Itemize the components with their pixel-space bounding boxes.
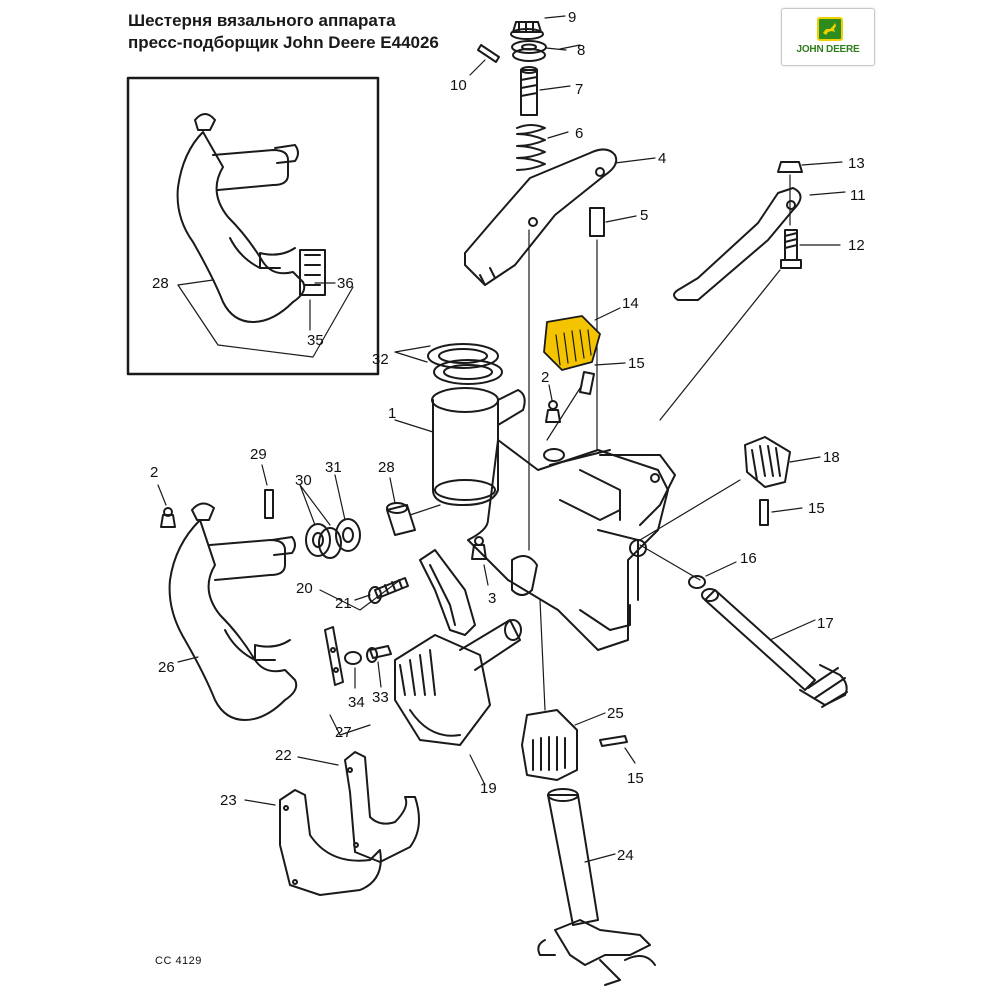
hex-nut bbox=[777, 161, 803, 173]
title-line-1: Шестерня вязального аппарата bbox=[128, 11, 396, 30]
bolt-33 bbox=[366, 645, 392, 663]
cam-roller bbox=[511, 555, 538, 596]
callout-27: 27 bbox=[335, 724, 352, 741]
spring bbox=[516, 124, 546, 171]
callout-11: 11 bbox=[850, 187, 866, 204]
callout-28-inset: 28 bbox=[152, 275, 169, 292]
callout-4: 4 bbox=[658, 150, 666, 167]
grease-fitting bbox=[545, 400, 561, 423]
callout-32: 32 bbox=[372, 351, 389, 368]
knotter-frame bbox=[431, 387, 676, 651]
callout-1: 1 bbox=[388, 405, 396, 422]
knotter-bill-shaft bbox=[537, 788, 656, 986]
callout-35: 35 bbox=[307, 332, 324, 349]
gear-18 bbox=[744, 436, 791, 488]
callout-25: 25 bbox=[607, 705, 624, 722]
pin bbox=[477, 44, 500, 63]
gasket-27 bbox=[324, 626, 344, 686]
castle-nut bbox=[510, 21, 544, 40]
callout-20: 20 bbox=[296, 580, 313, 597]
callout-10: 10 bbox=[450, 77, 467, 94]
callout-31: 31 bbox=[325, 459, 342, 476]
inset-knotter-arm bbox=[176, 113, 326, 323]
knotter-arm-26 bbox=[168, 502, 298, 721]
washers bbox=[511, 40, 547, 62]
callout-24: 24 bbox=[617, 847, 634, 864]
knife-arm bbox=[464, 148, 618, 286]
grease-fitting-3 bbox=[471, 536, 487, 560]
callout-3: 3 bbox=[488, 590, 496, 607]
washer-34 bbox=[344, 651, 362, 665]
bolt-12 bbox=[780, 229, 802, 269]
pin-29 bbox=[264, 489, 274, 519]
seal-rings bbox=[427, 343, 503, 385]
bolt bbox=[520, 66, 538, 116]
washer-30 bbox=[305, 523, 331, 557]
callout-30: 30 bbox=[295, 472, 312, 489]
callout-28-main: 28 bbox=[378, 459, 395, 476]
drawing-code: CC 4129 bbox=[155, 955, 202, 967]
guard-plate bbox=[419, 549, 476, 636]
callout-29: 29 bbox=[250, 446, 267, 463]
callout-16: 16 bbox=[740, 550, 757, 567]
callout-23: 23 bbox=[220, 792, 237, 809]
logo-wordmark: JOHN DEERE bbox=[796, 44, 860, 55]
plate-22 bbox=[344, 751, 420, 863]
callout-9: 9 bbox=[568, 9, 576, 26]
drive-shaft bbox=[701, 588, 848, 708]
callout-12: 12 bbox=[848, 237, 865, 254]
callout-14: 14 bbox=[622, 295, 639, 312]
lever-arm bbox=[673, 187, 802, 301]
callout-13: 13 bbox=[848, 155, 865, 172]
callout-15-b: 15 bbox=[808, 500, 825, 517]
callout-21: 21 bbox=[335, 595, 352, 612]
callout-22: 22 bbox=[275, 747, 292, 764]
roll-pin bbox=[579, 371, 595, 395]
callout-15-c: 15 bbox=[627, 770, 644, 787]
callout-15-a: 15 bbox=[628, 355, 645, 372]
bushing-28 bbox=[386, 502, 416, 536]
callout-5: 5 bbox=[640, 207, 648, 224]
callout-26: 26 bbox=[158, 659, 175, 676]
callout-34: 34 bbox=[348, 694, 365, 711]
knotter-gear-19 bbox=[394, 619, 522, 746]
john-deere-logo: JOHN DEERE bbox=[781, 8, 875, 66]
callout-8: 8 bbox=[577, 42, 585, 59]
callout-2-left: 2 bbox=[150, 464, 158, 481]
washer-16 bbox=[688, 575, 706, 589]
callout-36: 36 bbox=[337, 275, 354, 292]
bushing bbox=[589, 207, 605, 237]
inset-frame bbox=[126, 76, 380, 376]
gear-25 bbox=[521, 709, 578, 781]
washer-31 bbox=[335, 518, 361, 552]
callout-7: 7 bbox=[575, 81, 583, 98]
roll-pin-18 bbox=[759, 499, 769, 526]
callout-33: 33 bbox=[372, 689, 389, 706]
page-title: Шестерня вязального аппарата пресс-подбо… bbox=[128, 10, 439, 54]
callout-6: 6 bbox=[575, 125, 583, 142]
plate-23 bbox=[279, 789, 382, 896]
deer-icon bbox=[817, 17, 843, 41]
callout-17: 17 bbox=[817, 615, 834, 632]
title-line-2: пресс-подборщик John Deere E44026 bbox=[128, 33, 439, 52]
knotter-pinion-gear bbox=[543, 315, 601, 371]
callout-18: 18 bbox=[823, 449, 840, 466]
callout-2-top: 2 bbox=[541, 369, 549, 386]
callout-19: 19 bbox=[480, 780, 497, 797]
grease-fitting-left bbox=[160, 507, 176, 528]
roll-pin-25 bbox=[599, 735, 628, 747]
